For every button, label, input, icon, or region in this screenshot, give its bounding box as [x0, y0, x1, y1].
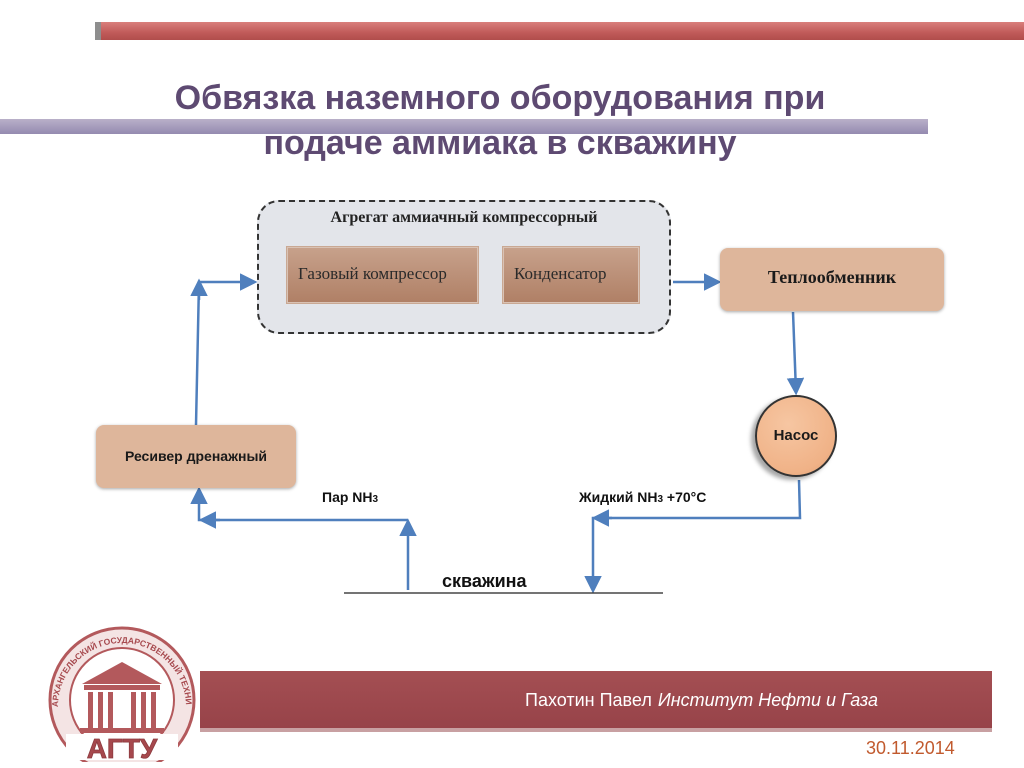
- arrow-heatex-to-pump: [786, 311, 805, 396]
- drain-receiver-box: Ресивер дренажный: [96, 425, 296, 488]
- well-label: скважина: [442, 571, 527, 591]
- heat-exchanger-box: Теплообменник: [720, 248, 944, 311]
- liquid-nh3-label: Жидкий NH3 +70°C: [579, 489, 706, 505]
- arrow-pump-to-well: [584, 479, 802, 594]
- institute-name: Институт Нефти и Газа: [657, 690, 879, 710]
- university-logo: АРХАНГЕЛЬСКИЙ ГОСУДАРСТВЕННЫЙ ТЕХНИЧЕСКИ…: [36, 612, 196, 762]
- top-decor-bar: [95, 22, 1024, 40]
- vapor-nh3-label: Пар NH3: [322, 489, 378, 505]
- footer-band: [200, 671, 992, 728]
- liquid-subscript: 3: [657, 494, 664, 505]
- title-line-2: подаче аммиака в скважину: [263, 124, 737, 162]
- gas-compressor-box: Газовый компрессор: [287, 247, 478, 303]
- footer-strip: [200, 728, 992, 732]
- slide-date: 30.11.2014: [866, 738, 955, 758]
- pump-circle: Насос: [755, 395, 837, 477]
- aggregate-label: Агрегат аммиачный компрессорный: [330, 209, 598, 226]
- condenser-box: Конденсатор: [503, 247, 639, 303]
- slide-title: Обвязка наземного оборудования при подач…: [100, 76, 900, 166]
- title-underline-bar: [0, 119, 928, 134]
- title-line-1: Обвязка наземного оборудования при: [174, 79, 826, 117]
- vapor-text: Пар NH: [322, 489, 373, 505]
- liquid-temperature: +70°C: [663, 489, 707, 505]
- vapor-subscript: 3: [372, 494, 379, 505]
- logo-text: АГТУ: [87, 733, 158, 762]
- arrow-receiver-to-aggregate: [194, 273, 258, 426]
- liquid-text: Жидкий NH: [579, 489, 658, 505]
- author-name: Пахотин Павел: [525, 690, 652, 710]
